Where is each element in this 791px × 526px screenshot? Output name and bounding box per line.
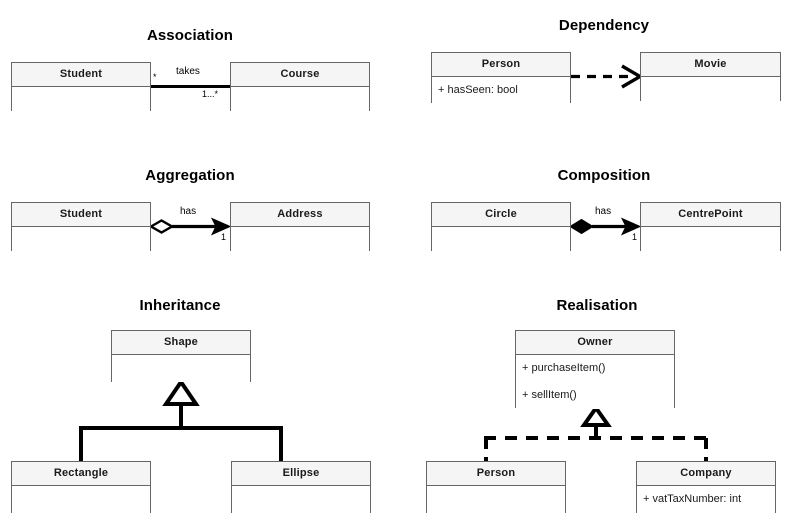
- class-body-rectangle: [12, 486, 150, 513]
- class-box-shape[interactable]: Shape: [111, 330, 251, 382]
- class-body-shape: [112, 355, 250, 382]
- class-name-person: Person: [432, 53, 570, 77]
- realisation-hollow-triangle: [580, 404, 612, 427]
- composition-edge-label: has: [595, 206, 612, 217]
- class-members-empty: [231, 87, 369, 112]
- class-attribute-vattaxnumber: + vatTaxNumber: int: [643, 493, 742, 505]
- class-body-owner: + purchaseItem() + sellItem(): [516, 355, 674, 409]
- class-body-student: [12, 87, 150, 112]
- class-name-movie: Movie: [641, 53, 780, 77]
- class-box-person-realisation[interactable]: Person: [426, 461, 566, 513]
- composition-filled-diamond: [569, 218, 594, 235]
- association-source-multiplicity: *: [153, 72, 157, 82]
- class-body-address: [231, 227, 369, 252]
- section-title-association: Association: [146, 27, 234, 44]
- section-title-composition: Composition: [557, 167, 651, 184]
- class-box-address[interactable]: Address: [230, 202, 370, 252]
- class-members-empty: [12, 486, 150, 513]
- class-body-course: [231, 87, 369, 112]
- class-name-rectangle: Rectangle: [12, 462, 150, 486]
- aggregation-hollow-diamond: [148, 219, 175, 234]
- class-body-ellipse: [232, 486, 370, 513]
- section-title-realisation: Realisation: [556, 297, 638, 314]
- aggregation-arrowhead: [210, 217, 232, 236]
- class-members-empty: [641, 77, 780, 102]
- class-members-empty: [231, 227, 369, 252]
- class-box-company[interactable]: Company + vatTaxNumber: int: [636, 461, 776, 513]
- class-box-course[interactable]: Course: [230, 62, 370, 112]
- aggregation-connector: [148, 217, 232, 236]
- class-box-movie[interactable]: Movie: [640, 52, 781, 102]
- class-name-address: Address: [231, 203, 369, 227]
- class-name-student: Student: [12, 63, 150, 87]
- class-body-student: [12, 227, 150, 252]
- realisation-connector: [484, 404, 708, 461]
- class-name-shape: Shape: [112, 331, 250, 355]
- class-box-owner[interactable]: Owner + purchaseItem() + sellItem(): [515, 330, 675, 409]
- class-operation-purchaseitem: + purchaseItem(): [522, 362, 606, 374]
- class-name-person: Person: [427, 462, 565, 486]
- class-name-circle: Circle: [432, 203, 570, 227]
- class-members-empty: [427, 486, 565, 513]
- class-body-person: [427, 486, 565, 513]
- section-title-aggregation: Aggregation: [145, 167, 235, 184]
- class-body-company: + vatTaxNumber: int: [637, 486, 775, 513]
- class-body-circle: [432, 227, 570, 252]
- class-box-centrepoint[interactable]: CentrePoint: [640, 202, 781, 252]
- inheritance-hollow-triangle: [162, 378, 200, 406]
- aggregation-edge-label: has: [180, 206, 197, 217]
- class-box-ellipse[interactable]: Ellipse: [231, 461, 371, 513]
- class-attribute-hasseen: + hasSeen: bool: [438, 84, 518, 96]
- class-body-centrepoint: [641, 227, 780, 252]
- class-name-course: Course: [231, 63, 369, 87]
- class-box-circle[interactable]: Circle: [431, 202, 571, 252]
- class-name-centrepoint: CentrePoint: [641, 203, 780, 227]
- class-name-company: Company: [637, 462, 775, 486]
- class-members-empty: [112, 355, 250, 382]
- class-name-student: Student: [12, 203, 150, 227]
- class-box-rectangle[interactable]: Rectangle: [11, 461, 151, 513]
- section-title-dependency: Dependency: [558, 17, 650, 34]
- composition-connector: [569, 217, 642, 236]
- class-name-owner: Owner: [516, 331, 674, 355]
- class-body-movie: [641, 77, 780, 102]
- class-members-empty: [12, 227, 150, 252]
- class-members-empty: [641, 227, 780, 252]
- class-box-student-aggregation[interactable]: Student: [11, 202, 151, 252]
- section-title-inheritance: Inheritance: [139, 297, 221, 314]
- class-name-ellipse: Ellipse: [232, 462, 370, 486]
- composition-target-multiplicity: 1: [632, 232, 638, 242]
- class-box-person-dependency[interactable]: Person + hasSeen: bool: [431, 52, 571, 104]
- class-operation-sellitem: + sellItem(): [522, 389, 577, 401]
- class-members-empty: [12, 87, 150, 112]
- inheritance-connector: [79, 378, 283, 461]
- association-edge-label: takes: [176, 66, 200, 77]
- class-members-empty: [232, 486, 370, 513]
- class-body-person: + hasSeen: bool: [432, 77, 570, 104]
- dependency-connector: [571, 64, 644, 89]
- composition-arrowhead: [620, 217, 642, 236]
- aggregation-target-multiplicity: 1: [221, 232, 227, 242]
- association-target-multiplicity: 1...*: [202, 89, 219, 99]
- class-members-empty: [432, 227, 570, 252]
- class-box-student-association[interactable]: Student: [11, 62, 151, 112]
